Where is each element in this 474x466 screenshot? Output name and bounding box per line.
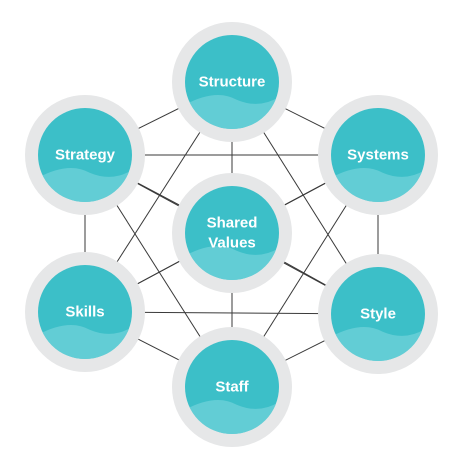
node-structure: Structure xyxy=(172,22,292,142)
node-skills: Skills xyxy=(25,252,145,372)
node-label-skills: Skills xyxy=(65,304,104,321)
node-systems: Systems xyxy=(318,95,438,215)
node-wave-shade xyxy=(185,399,279,434)
node-label-systems: Systems xyxy=(347,147,409,164)
node-wave-shade xyxy=(331,167,425,202)
node-wave-shade xyxy=(185,245,279,280)
node-wave-shade xyxy=(331,326,425,361)
node-wave-shade xyxy=(185,94,279,129)
node-label-shared-values-2: Values xyxy=(208,235,256,252)
node-style: Style xyxy=(318,254,438,374)
node-staff: Staff xyxy=(172,327,292,447)
node-label-style: Style xyxy=(360,306,396,323)
node-wave-shade xyxy=(38,167,132,202)
node-label-staff: Staff xyxy=(215,379,249,396)
node-label-strategy: Strategy xyxy=(55,147,116,164)
node-strategy: Strategy xyxy=(25,95,145,215)
node-label-structure: Structure xyxy=(199,74,266,91)
node-wave-shade xyxy=(38,324,132,359)
node-label-shared-values-1: Shared xyxy=(207,215,258,232)
